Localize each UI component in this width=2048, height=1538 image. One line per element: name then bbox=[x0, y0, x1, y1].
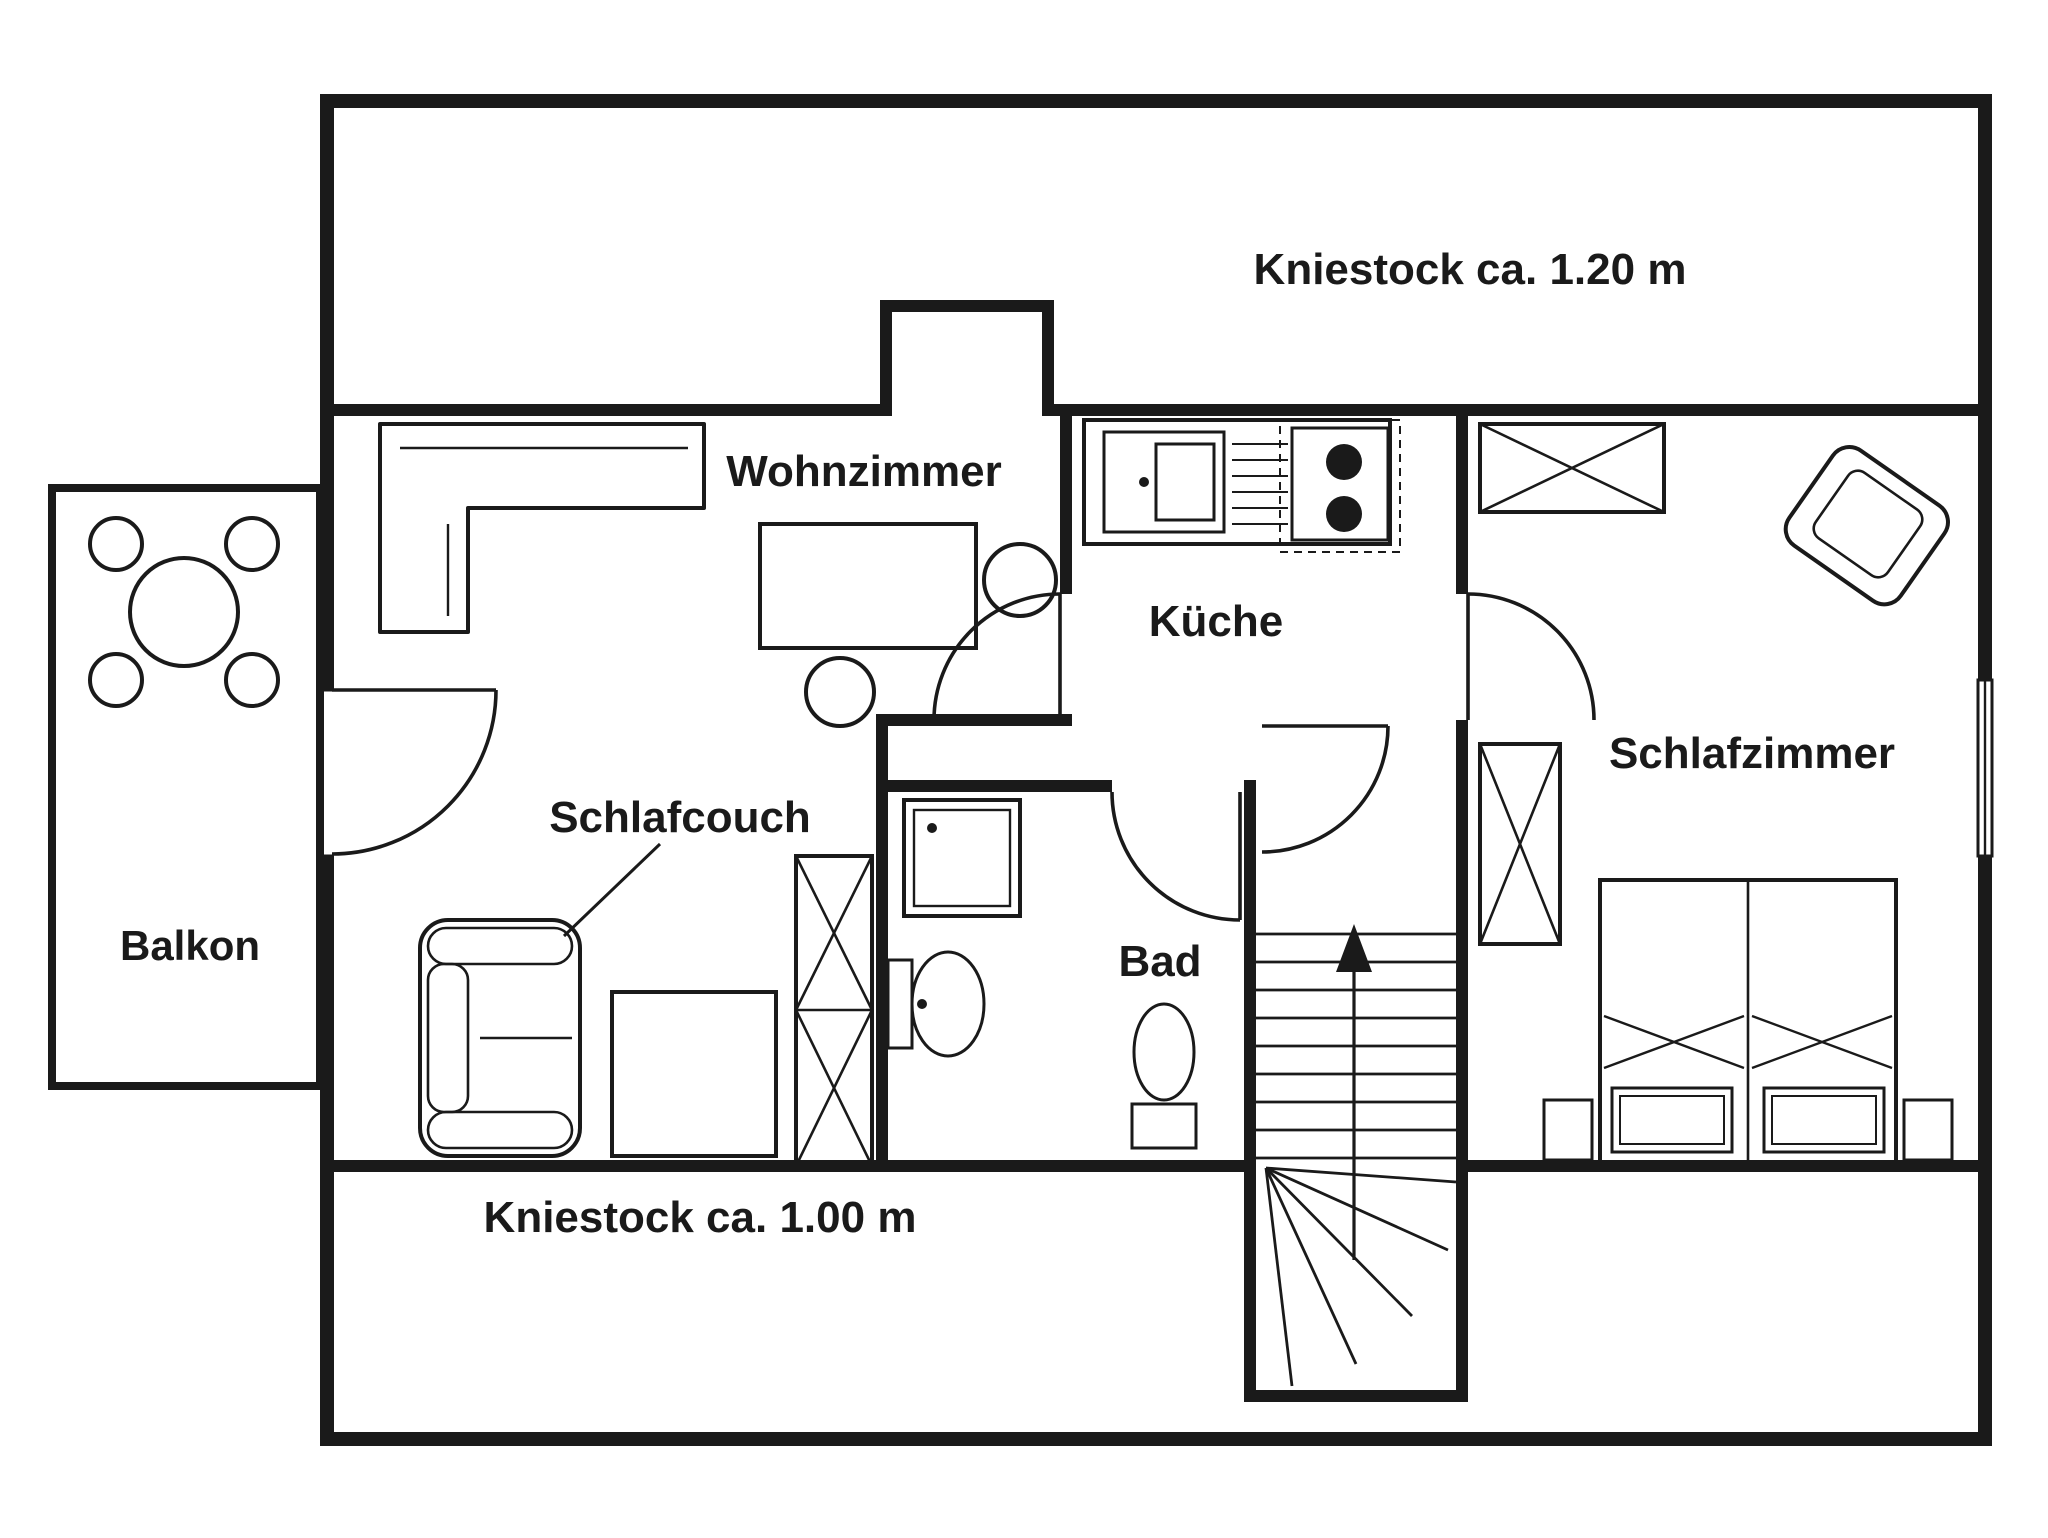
wall-bath-left bbox=[876, 714, 888, 1172]
schlafcouch-leader-line bbox=[562, 842, 662, 938]
inner-walls bbox=[332, 300, 1978, 1402]
balcony-chair bbox=[224, 516, 280, 572]
side-table bbox=[804, 656, 876, 728]
bad-fixtures bbox=[886, 798, 1198, 1150]
double-bed bbox=[1598, 878, 1898, 1168]
wall-niche-top bbox=[880, 300, 1054, 312]
window-schlafzimmer bbox=[1976, 678, 1994, 858]
balcony bbox=[48, 484, 324, 1090]
wall-stair-left bbox=[1244, 780, 1256, 1390]
balcony-table bbox=[128, 556, 240, 668]
stair-winders bbox=[1264, 1166, 1457, 1387]
wall-niche-left bbox=[880, 300, 892, 416]
kitchen-counter bbox=[1082, 418, 1401, 553]
wardrobe-top bbox=[1478, 422, 1666, 514]
wardrobe-tall bbox=[794, 854, 874, 1168]
square-table bbox=[610, 990, 778, 1158]
couch-armrest bbox=[426, 926, 574, 966]
stove-burner bbox=[1326, 496, 1362, 532]
balcony-chair bbox=[88, 652, 144, 708]
stove bbox=[1290, 426, 1390, 542]
label-kniestock-top: Kniestock ca. 1.20 m bbox=[1254, 245, 1687, 294]
stove-clearance-dashed bbox=[1279, 419, 1401, 553]
sink-cabinet bbox=[1102, 430, 1226, 534]
wohnzimmer-furniture bbox=[378, 422, 1058, 728]
wall-bedroom-left bbox=[1456, 720, 1468, 1390]
wall-bath-bottom bbox=[888, 1160, 1244, 1172]
drainer bbox=[1232, 443, 1288, 525]
door-bad bbox=[1110, 791, 1242, 922]
wall-stair-bottom bbox=[1244, 1390, 1468, 1402]
staircase bbox=[1256, 924, 1457, 1387]
armchair bbox=[1783, 444, 1950, 607]
door-stairs bbox=[1261, 724, 1390, 854]
schlafcouch-furniture bbox=[418, 842, 874, 1168]
wall-niche-right bbox=[1042, 300, 1054, 416]
balcony-parapet bbox=[48, 484, 324, 1090]
sleeper-couch bbox=[418, 918, 582, 1158]
sink-bowl bbox=[1154, 442, 1216, 522]
balcony-chair bbox=[224, 652, 280, 708]
label-kniestock-bottom: Kniestock ca. 1.00 m bbox=[484, 1193, 917, 1242]
wall-outer-bottom bbox=[320, 1432, 1992, 1446]
door-kueche-schlafzimmer bbox=[1466, 592, 1596, 721]
wall-kniestock-bottom-left bbox=[332, 1160, 876, 1172]
faucet bbox=[1139, 477, 1149, 487]
couch-backrest bbox=[426, 962, 470, 1114]
schlafzimmer-furniture bbox=[1478, 422, 1954, 1168]
couch-armrest bbox=[426, 1110, 574, 1150]
wall-outer-top bbox=[320, 94, 1992, 108]
toilet bbox=[1130, 1002, 1198, 1150]
wall-bath-top bbox=[888, 780, 1112, 792]
shower bbox=[902, 798, 1022, 918]
door-wohnzimmer-kueche bbox=[932, 592, 1062, 721]
balcony-chair bbox=[88, 516, 144, 572]
wall-hall-top bbox=[876, 714, 1072, 726]
nightstand bbox=[1902, 1098, 1954, 1162]
coffee-table bbox=[758, 522, 978, 650]
label-schlafcouch: Schlafcouch bbox=[549, 793, 811, 842]
corner-sofa bbox=[378, 422, 706, 634]
label-kueche: Küche bbox=[1149, 597, 1283, 646]
label-schlafzimmer: Schlafzimmer bbox=[1609, 729, 1895, 778]
doors bbox=[331, 592, 1596, 922]
pillow bbox=[1762, 1086, 1886, 1154]
stove-burner bbox=[1326, 444, 1362, 480]
label-balkon: Balkon bbox=[120, 922, 260, 969]
wall-outer-right-lower bbox=[1978, 856, 1992, 1446]
labels: Kniestock ca. 1.20 m Wohnzimmer Küche Sc… bbox=[120, 245, 1895, 1242]
stair-direction-arrow bbox=[1336, 924, 1372, 1260]
washbasin bbox=[886, 950, 986, 1058]
wardrobe-left bbox=[1478, 742, 1562, 946]
wall-kniestock-top-right bbox=[1054, 404, 1978, 416]
door-balcony bbox=[331, 688, 498, 856]
wall-outer-right-upper bbox=[1978, 94, 1992, 680]
wall-kniestock-top-left bbox=[332, 404, 880, 416]
wall-kitchen-left bbox=[1060, 416, 1072, 594]
side-table bbox=[982, 542, 1058, 618]
label-bad: Bad bbox=[1118, 937, 1201, 986]
wall-kitchen-right-upper bbox=[1456, 416, 1468, 594]
nightstand bbox=[1542, 1098, 1594, 1162]
label-wohnzimmer: Wohnzimmer bbox=[726, 447, 1001, 496]
pillow bbox=[1610, 1086, 1734, 1154]
